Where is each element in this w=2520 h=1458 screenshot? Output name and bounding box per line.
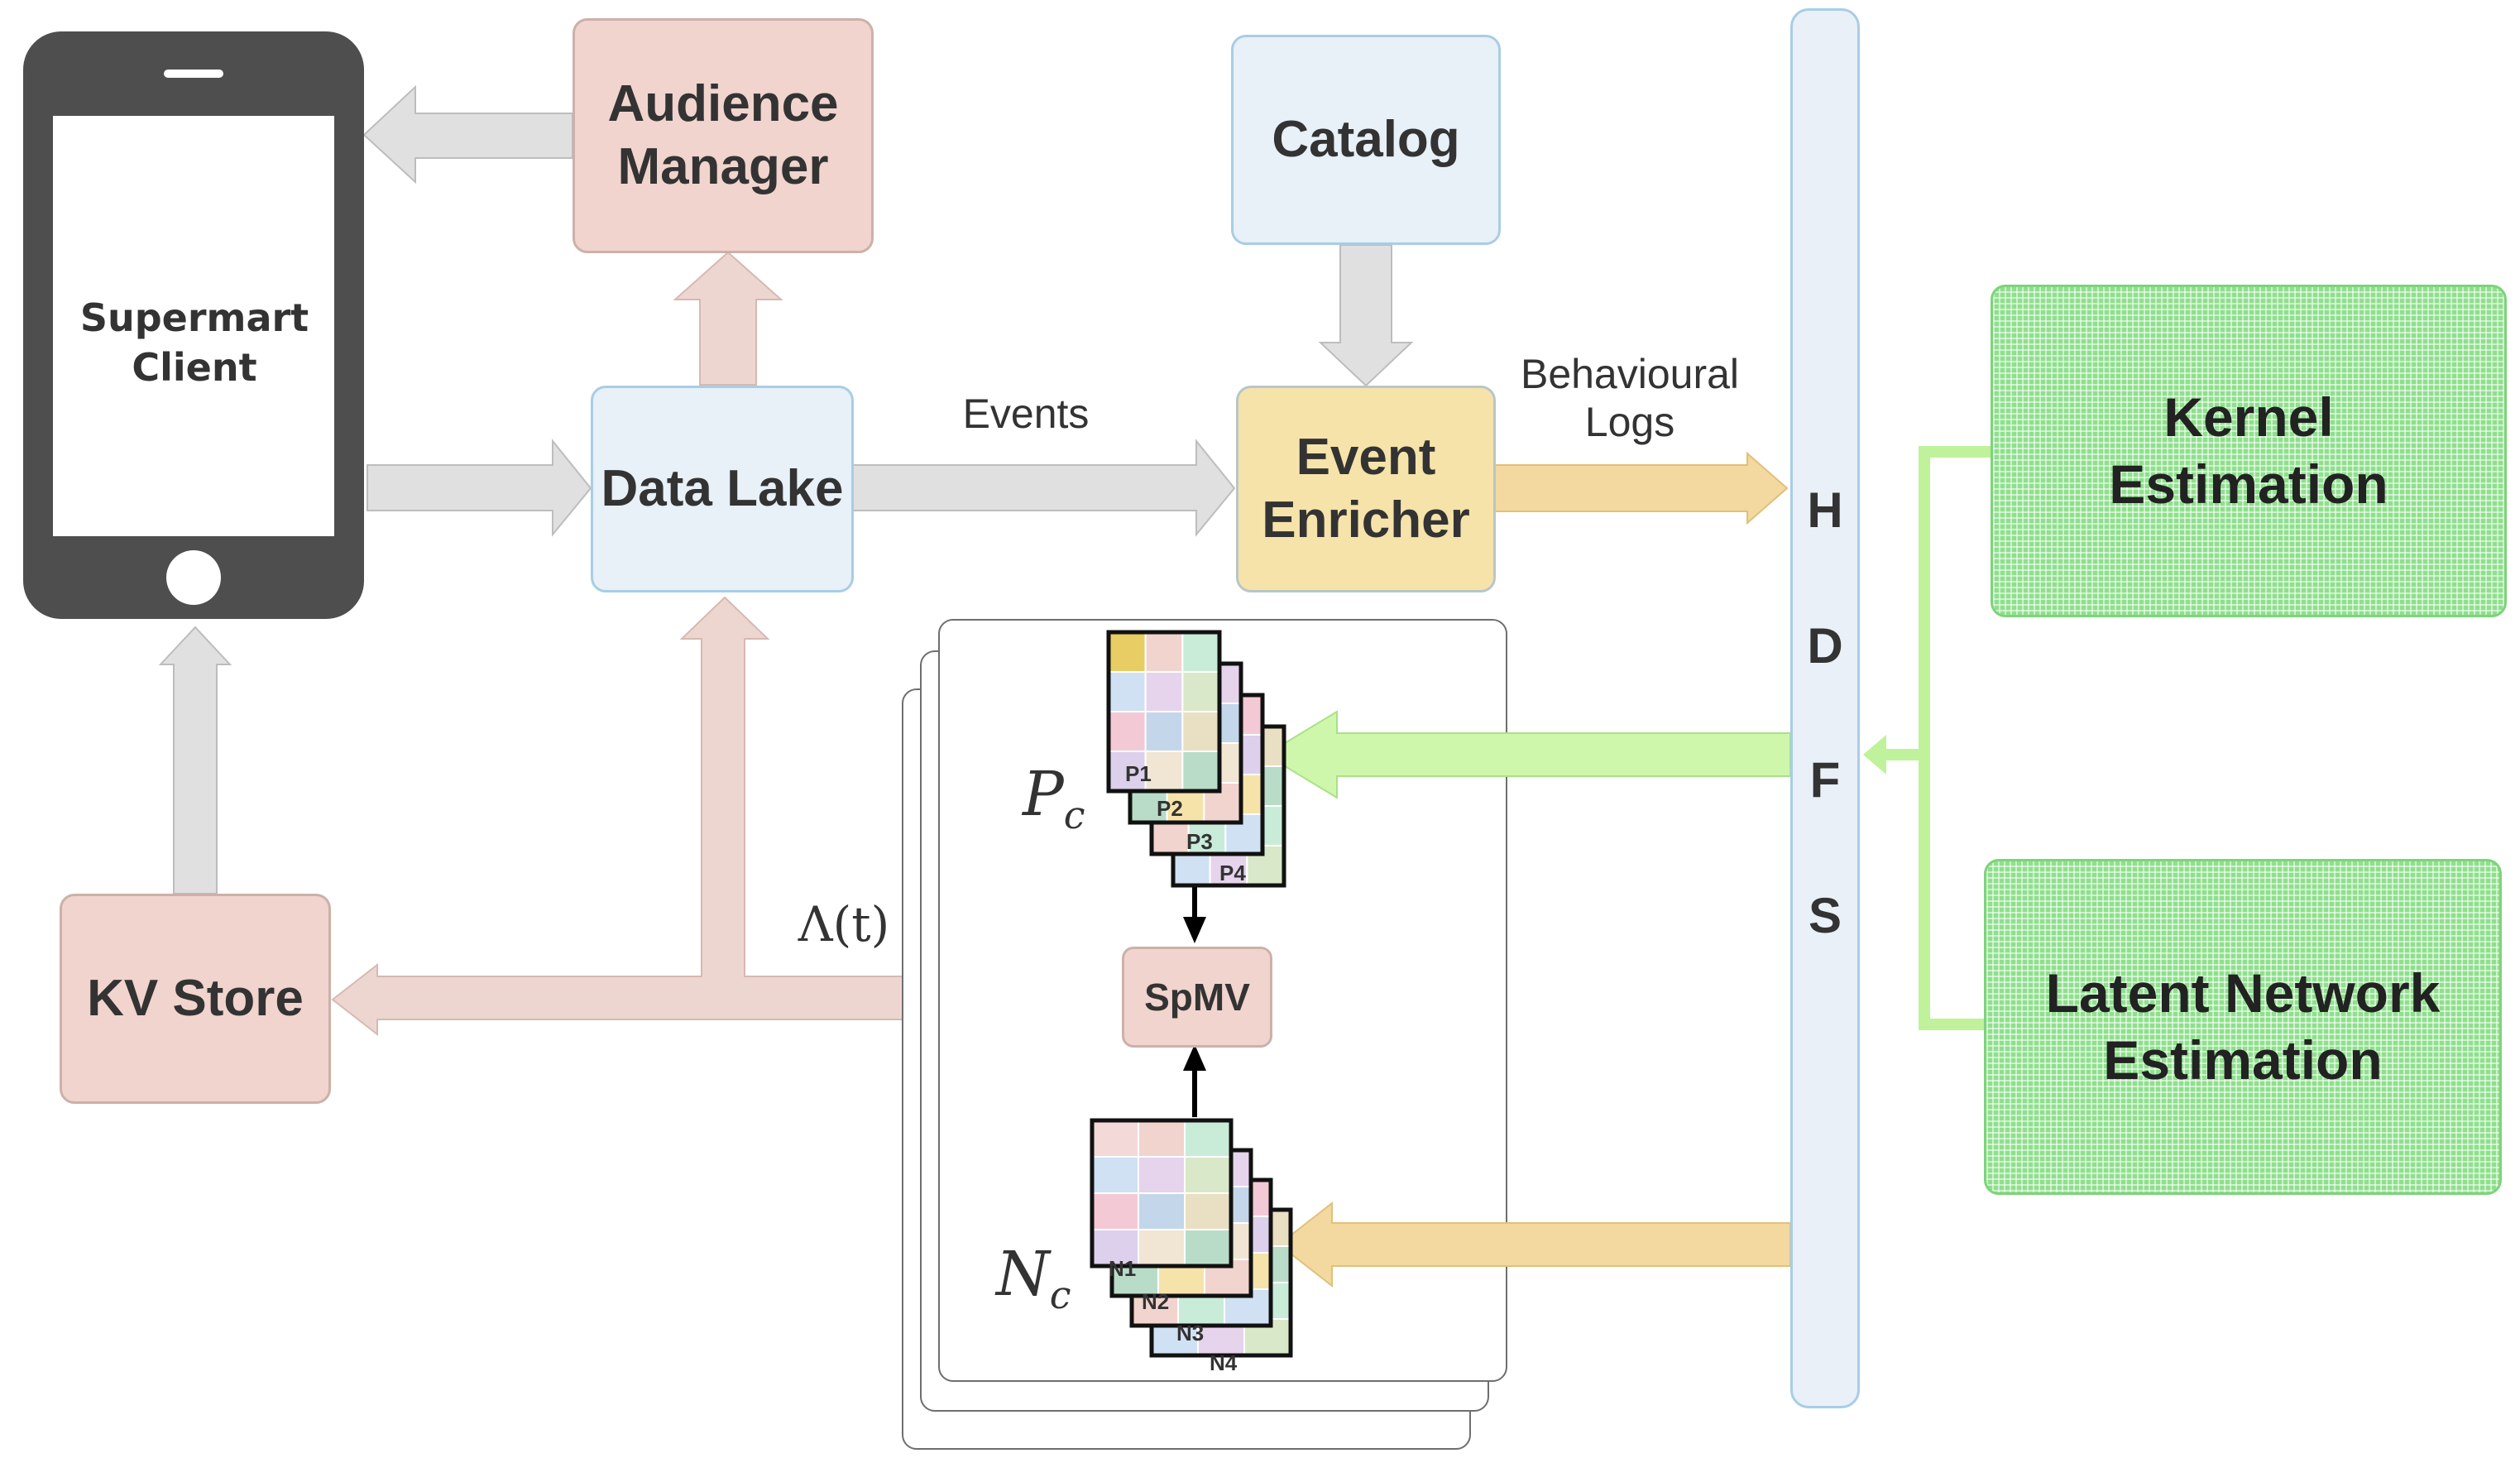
latent-network-estimation-label: Latent Network Estimation [2045, 962, 2441, 1091]
events-label: Events [962, 391, 1090, 437]
n-cell [1184, 1156, 1232, 1194]
p-cell [1181, 711, 1221, 752]
n-matrix-1 [1090, 1118, 1234, 1269]
arrow-audience-to-client [362, 84, 573, 185]
n-cell [1138, 1120, 1186, 1158]
arrow-hdfs-to-p-matrices [1264, 710, 1791, 799]
p-cell [1108, 671, 1147, 712]
arrow-estimations-to-hdfs [1919, 446, 1992, 1030]
n-cell [1138, 1192, 1186, 1230]
kv-store-box: KV Store [60, 894, 331, 1104]
hdfs-letter-s: S [1808, 888, 1842, 943]
arrow-behavioural-logs [1493, 451, 1789, 525]
kv-store-label: KV Store [87, 970, 304, 1028]
arrow-kvstore-to-client [158, 626, 232, 894]
event-enricher-box: Event Enricher [1236, 386, 1496, 592]
hdfs-letter-d: D [1807, 618, 1843, 674]
latent-network-estimation-box: Latent Network Estimation [1984, 859, 2502, 1195]
p-cell [1144, 751, 1184, 792]
behavioural-logs-label: Behavioural Logs [1520, 351, 1740, 445]
supermart-client-label: Supermart Client [79, 295, 309, 390]
lambda-label: Λ(t) [798, 896, 890, 952]
p-cell [1108, 631, 1147, 673]
n-c-label: Nc [996, 1239, 1071, 1317]
arrow-n-to-spmv-head [1183, 1044, 1206, 1071]
catalog-label: Catalog [1272, 111, 1460, 169]
arrow-hdfs-to-n-matrices [1277, 1201, 1791, 1288]
n-cell [1138, 1156, 1186, 1194]
p-cell [1144, 631, 1184, 673]
p-cell [1181, 751, 1221, 792]
arrow-lambda [331, 596, 1124, 1037]
p-c-label: Pc [1023, 759, 1085, 837]
p-cell [1144, 711, 1184, 752]
n-cell [1091, 1192, 1139, 1230]
matrix-label-p3: P3 [1186, 829, 1213, 854]
n-symbol: N [996, 1239, 1050, 1310]
audience-manager-label: Audience Manager [607, 75, 839, 195]
arrow-catalog-to-enricher [1318, 244, 1414, 387]
p-subscript: c [1063, 792, 1085, 837]
matrix-label-n2: N2 [1142, 1289, 1170, 1314]
arrow-p-to-spmv-head [1183, 917, 1206, 943]
catalog-box: Catalog [1231, 35, 1501, 245]
p-cell [1181, 671, 1221, 712]
n-subscript: c [1049, 1272, 1071, 1317]
hdfs-letter-h: H [1807, 482, 1843, 538]
kernel-estimation-label: Kernel Estimation [2109, 386, 2388, 515]
n-cell [1091, 1120, 1139, 1158]
matrix-label-n1: N1 [1109, 1256, 1137, 1281]
matrix-label-p4: P4 [1219, 861, 1246, 885]
matrix-label-n3: N3 [1176, 1321, 1205, 1345]
matrix-label-p2: P2 [1157, 796, 1183, 821]
spmv-box: SpMV [1122, 947, 1272, 1048]
matrix-label-n4: N4 [1210, 1350, 1238, 1375]
n-cell [1091, 1156, 1139, 1194]
arrow-events [850, 439, 1236, 537]
p-symbol: P [1023, 759, 1064, 830]
spmv-label: SpMV [1144, 975, 1250, 1019]
hdfs-letter-f: F [1809, 752, 1841, 808]
kernel-estimation-box: Kernel Estimation [1991, 285, 2507, 617]
event-enricher-label: Event Enricher [1262, 429, 1470, 549]
arrow-client-to-datalake [367, 439, 592, 537]
p-cell [1144, 671, 1184, 712]
n-cell [1184, 1229, 1232, 1267]
p-matrix-1 [1106, 630, 1222, 794]
matrix-label-p1: P1 [1125, 761, 1152, 786]
hdfs-bar [1790, 8, 1860, 1408]
data-lake-label: Data Lake [601, 460, 844, 518]
data-lake-box: Data Lake [591, 386, 854, 592]
p-cell [1181, 631, 1221, 673]
n-cell [1138, 1229, 1186, 1267]
n-cell [1184, 1120, 1232, 1158]
audience-manager-box: Audience Manager [573, 18, 874, 253]
arrow-datalake-to-audience [673, 251, 783, 386]
bracket-arrowhead [1863, 735, 1886, 775]
p-cell [1108, 711, 1147, 752]
n-cell [1184, 1192, 1232, 1230]
